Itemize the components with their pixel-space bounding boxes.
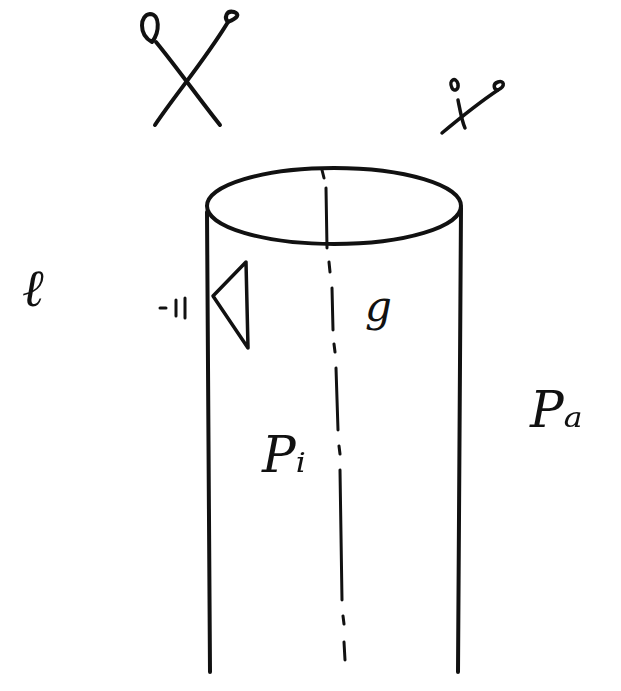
cylinder-top <box>207 168 461 244</box>
inner-pressure-label: Pᵢ <box>262 430 306 480</box>
axis-line <box>322 170 345 660</box>
scissors-symbol <box>142 12 237 125</box>
small-scissors-symbol <box>442 80 503 133</box>
length-label: ℓ <box>22 262 44 314</box>
cylinder-wall-left <box>207 212 210 672</box>
gravity-label: g <box>365 286 392 328</box>
level-symbol <box>213 262 248 348</box>
cylinder-wall-right <box>458 208 461 672</box>
ambient-pressure-label: Pₐ <box>530 385 582 435</box>
level-marks <box>160 298 185 318</box>
